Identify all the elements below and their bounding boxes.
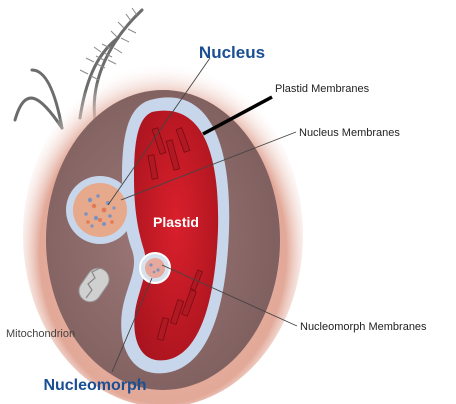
label-mitochondrion: Mitochondrion bbox=[6, 328, 75, 340]
nucleus-body bbox=[73, 183, 127, 237]
label-plastid: Plastid bbox=[153, 214, 199, 230]
label-nucleomorph-membranes: Nucleomorph Membranes bbox=[300, 321, 427, 333]
nucleomorph-body bbox=[145, 258, 165, 278]
label-nucleus: Nucleus bbox=[199, 43, 265, 62]
label-nucleus-membranes: Nucleus Membranes bbox=[299, 127, 400, 139]
label-plastid-membranes: Plastid Membranes bbox=[275, 83, 370, 95]
label-nucleomorph: Nucleomorph bbox=[43, 377, 146, 394]
